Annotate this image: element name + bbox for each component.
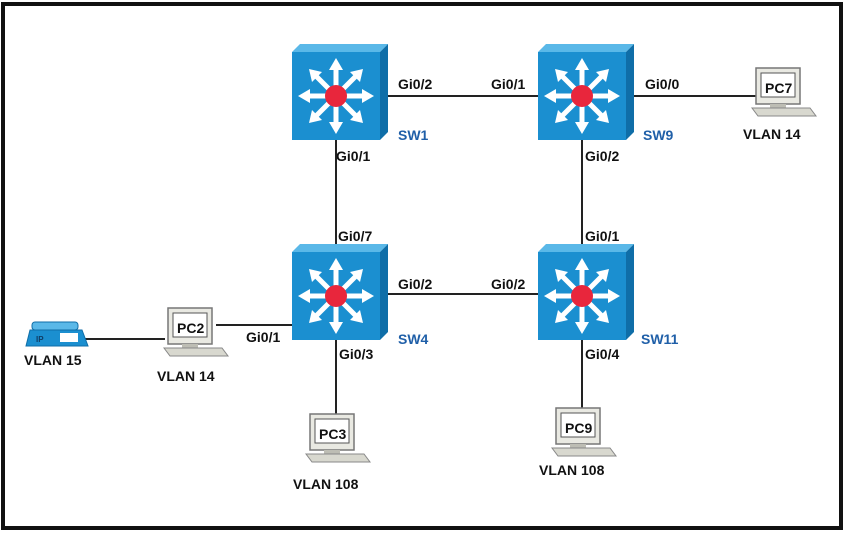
port-label-sw4-gi0-3: Gi0/3 <box>339 346 374 362</box>
pc-label-pc7: PC7 <box>765 80 793 96</box>
port-label-sw4-gi0-7: Gi0/7 <box>338 228 373 244</box>
switch-sw9[interactable] <box>538 44 634 140</box>
monitor-stand <box>770 104 786 108</box>
port-label-sw11-gi0-2: Gi0/2 <box>491 276 526 292</box>
ip-phone-icon[interactable] <box>25 321 89 347</box>
pc-pc7[interactable] <box>751 67 817 117</box>
port-label-sw9-gi0-0: Gi0/0 <box>645 76 680 92</box>
switch-label-sw11: SW11 <box>641 331 679 347</box>
port-label-sw9-gi0-2: Gi0/2 <box>585 148 620 164</box>
phone-display <box>60 333 78 342</box>
monitor-stand <box>570 444 586 448</box>
switch-side-face <box>380 44 388 140</box>
vlan-label-pc7: VLAN 14 <box>743 126 801 142</box>
port-label-sw4-gi0-1: Gi0/1 <box>246 329 281 345</box>
links <box>84 95 756 414</box>
screen <box>760 72 796 98</box>
keyboard-icon <box>551 447 617 457</box>
multilayer-switch-icon <box>298 258 374 334</box>
phone-handset <box>31 321 79 331</box>
switch-sw1[interactable] <box>292 44 388 140</box>
pc-pc2[interactable] <box>163 307 229 357</box>
multilayer-switch-icon <box>544 58 620 134</box>
switch-top-face <box>538 244 634 252</box>
pc-pc9[interactable] <box>551 407 617 457</box>
monitor-stand <box>324 450 340 454</box>
screen <box>172 312 208 338</box>
pc-label-pc9: PC9 <box>565 420 593 436</box>
switch-top-face <box>292 244 388 252</box>
vlan-label-pc3: VLAN 108 <box>293 476 359 492</box>
port-label-sw4-gi0-2: Gi0/2 <box>398 276 433 292</box>
port-label-sw11-gi0-4: Gi0/4 <box>585 346 620 362</box>
multilayer-switch-icon <box>298 58 374 134</box>
switch-sw4[interactable] <box>292 244 388 340</box>
vlan-label-pc9: VLAN 108 <box>539 462 605 478</box>
monitor-stand <box>182 344 198 348</box>
pc-label-pc3: PC3 <box>319 426 347 442</box>
switch-top-face <box>292 44 388 52</box>
switch-sw11[interactable] <box>538 244 634 340</box>
keyboard-icon <box>163 347 229 357</box>
screen <box>314 418 350 444</box>
port-label-sw9-gi0-1: Gi0/1 <box>491 76 526 92</box>
switch-side-face <box>626 44 634 140</box>
phone-badge: IP <box>36 335 44 344</box>
port-label-sw1-gi0-1: Gi0/1 <box>336 148 371 164</box>
vlan-label-pc2: VLAN 14 <box>157 368 215 384</box>
port-label-sw11-gi0-1: Gi0/1 <box>585 228 620 244</box>
keyboard-icon <box>305 453 371 463</box>
multilayer-switch-icon <box>544 258 620 334</box>
port-label-sw1-gi0-2: Gi0/2 <box>398 76 433 92</box>
screen <box>560 412 596 438</box>
switch-label-sw9: SW9 <box>643 127 674 143</box>
pc-pc3[interactable] <box>305 413 371 463</box>
switch-side-face <box>380 244 388 340</box>
pc-label-pc2: PC2 <box>177 320 205 336</box>
switch-top-face <box>538 44 634 52</box>
switch-label-sw4: SW4 <box>398 331 429 347</box>
switch-side-face <box>626 244 634 340</box>
vlan-label-phone: VLAN 15 <box>24 352 82 368</box>
switch-label-sw1: SW1 <box>398 127 429 143</box>
keyboard-icon <box>751 107 817 117</box>
